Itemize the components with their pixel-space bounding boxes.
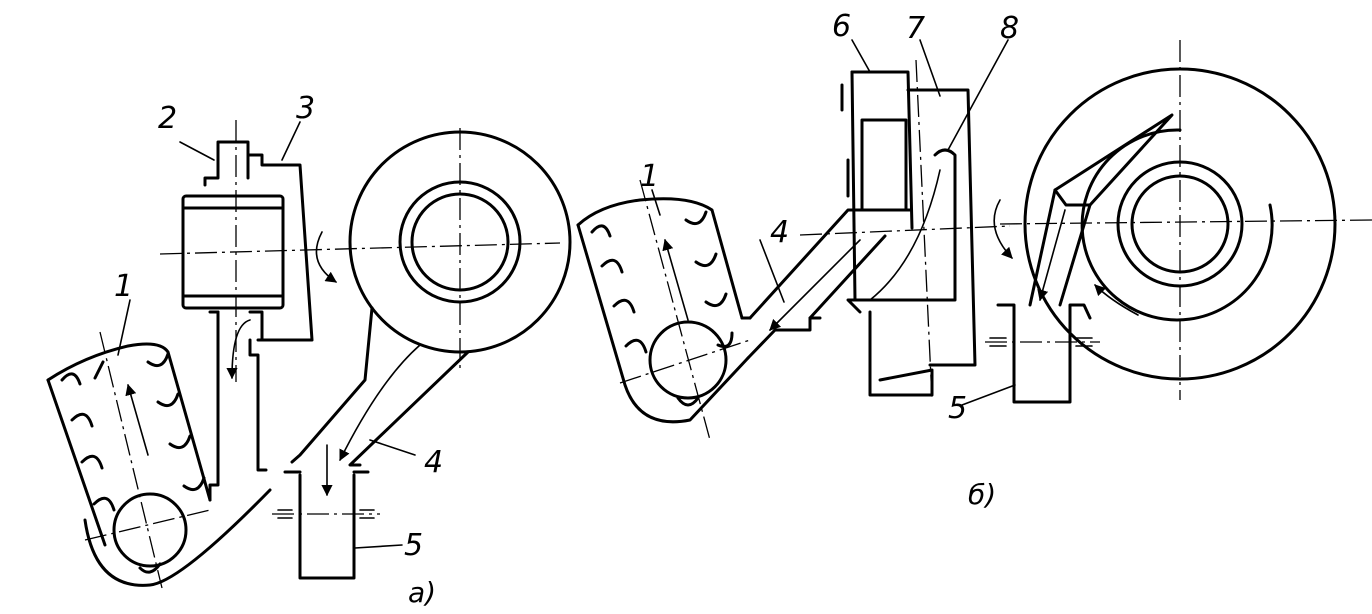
- fan-a: [290, 128, 572, 467]
- pipe-b: [985, 303, 1100, 404]
- fan-b: [999, 40, 1372, 400]
- motor-unit-a: [159, 120, 561, 472]
- variant-b: 4 1 6 7 8 5 б): [576, 9, 1372, 511]
- label-4-a: 4: [424, 445, 443, 480]
- label-6-b: 6: [832, 9, 851, 44]
- label-1-a: 1: [114, 269, 133, 304]
- label-8-b: 8: [1000, 11, 1019, 46]
- label-5-b: 5: [948, 391, 967, 426]
- variant-a: 2 3 1 4 5 а): [46, 91, 572, 609]
- bucket-elevator-a: [46, 310, 272, 589]
- caption-b: б): [968, 478, 996, 511]
- label-3-a: 3: [296, 91, 315, 126]
- label-1-b: 1: [640, 159, 659, 194]
- label-2-a: 2: [158, 101, 177, 136]
- bucket-elevator-b: [576, 179, 752, 441]
- pipe-a: [272, 444, 380, 580]
- caption-a: а): [408, 576, 436, 609]
- label-7-b: 7: [906, 11, 925, 46]
- label-5-a: 5: [404, 528, 423, 563]
- label-4-b: 4: [770, 215, 789, 250]
